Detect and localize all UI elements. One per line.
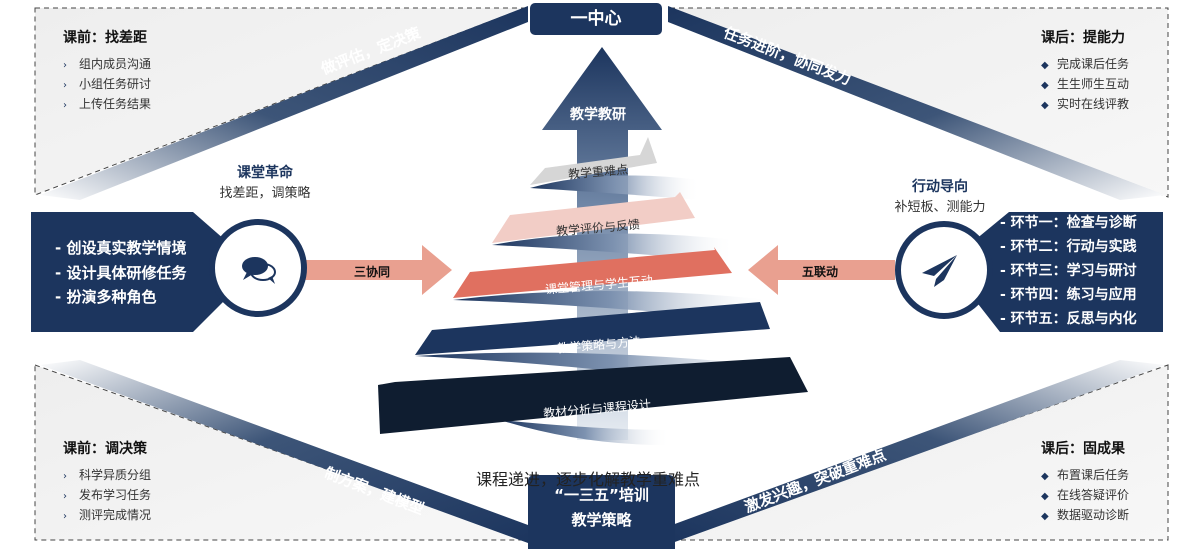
chevron-icon: › [63, 80, 67, 91]
panel-title: 课前：调决策 [63, 441, 147, 457]
diamond-icon: ◆ [1041, 80, 1049, 91]
list-item: ◆生生师生互动 [1041, 75, 1129, 95]
chevron-icon: › [63, 491, 67, 502]
diamond-icon: ◆ [1041, 511, 1049, 522]
spiral-band-5 [378, 357, 808, 434]
right-title: 行动导向 [912, 179, 968, 195]
list-item: - 环节一：检查与诊断 [1000, 215, 1137, 231]
diamond-icon: ◆ [1041, 491, 1049, 502]
list-item: - 环节四：练习与应用 [1000, 287, 1137, 303]
arrow-right-to-center [748, 245, 895, 295]
left-box-bg [31, 212, 225, 332]
list-item: ◆数据驱动诊断 [1041, 506, 1129, 526]
left-heading: 课堂革命 找差距，调策略 [195, 162, 335, 201]
chevron-icon: › [63, 60, 67, 71]
list-item: ›小组任务研讨 [63, 75, 151, 95]
list-item: ›科学异质分组 [63, 466, 151, 486]
list-item: ◆在线答疑评价 [1041, 486, 1129, 506]
center-top-box: 一中心 [530, 3, 662, 35]
chat-bubbles-icon [242, 257, 276, 284]
arrow-label: 教学教研 [570, 107, 626, 123]
list-item: ›发布学习任务 [63, 486, 151, 506]
banner-top-right [668, 6, 1165, 200]
spiral-band-2 [492, 192, 695, 243]
panel-top-left: 课前：找差距 ›组内成员沟通 ›小组任务研讨 ›上传任务结果 [63, 27, 151, 115]
panel-title: 课后：固成果 [1041, 441, 1125, 457]
panel-title: 课后：提能力 [1041, 30, 1125, 46]
list-item: ›上传任务结果 [63, 95, 151, 115]
panel-top-right: 课后：提能力 ◆完成课后任务 ◆生生师生互动 ◆实时在线评教 [1041, 27, 1129, 115]
panel-title: 课前：找差距 [63, 30, 147, 46]
right-subtitle: 补短板、测能力 [894, 200, 986, 215]
diamond-icon: ◆ [1041, 471, 1049, 482]
right-heading: 行动导向 补短板、测能力 [870, 176, 1010, 215]
panel-bottom-right: 课后：固成果 ◆布置课后任务 ◆在线答疑评价 ◆数据驱动诊断 [1041, 438, 1129, 526]
left-items: - 创设真实教学情境 - 设计具体研修任务 - 扮演多种角色 [55, 236, 186, 310]
list-item: - 环节五：反思与内化 [1000, 311, 1137, 327]
right-box-bg [975, 212, 1163, 332]
list-item: ›组内成员沟通 [63, 55, 151, 75]
spiral-band-1 [530, 137, 657, 185]
list-item: - 扮演多种角色 [55, 288, 157, 306]
banner-bottom-right [672, 360, 1165, 543]
diamond-icon: ◆ [1041, 60, 1049, 71]
center-bottom-line1: “一三五”培训 [554, 486, 649, 504]
left-title: 课堂革命 [237, 165, 293, 181]
paper-plane-icon [922, 255, 957, 287]
list-item: - 设计具体研修任务 [55, 263, 187, 282]
spiral-band-3 [453, 247, 732, 298]
list-item: ◆完成课后任务 [1041, 55, 1129, 75]
center-bottom-box: “一三五”培训 教学策略 [528, 475, 675, 549]
banner-bottom-left [40, 360, 528, 543]
list-item: - 创设真实教学情境 [55, 239, 187, 257]
spiral-underside [500, 420, 670, 445]
caption: 课程递进，逐步化解教学重难点 [476, 470, 701, 489]
chevron-icon: › [63, 471, 67, 482]
list-item: ◆实时在线评教 [1041, 95, 1129, 115]
left-arrow-label: 三协同 [354, 265, 391, 279]
list-item: - 环节二：行动与实践 [1000, 239, 1137, 255]
spiral-band-4 [415, 302, 770, 355]
list-item: ◆布置课后任务 [1041, 466, 1129, 486]
left-subtitle: 找差距，调策略 [219, 186, 311, 201]
spiral-underside [530, 175, 700, 200]
panel-bottom-left: 课前：调决策 ›科学异质分组 ›发布学习任务 ›测评完成情况 [63, 438, 151, 526]
chevron-icon: › [63, 100, 67, 111]
list-item: - 环节三：学习与研讨 [1000, 263, 1137, 279]
list-item: ›测评完成情况 [63, 506, 151, 526]
banner-top-left [40, 6, 528, 200]
right-items: - 环节一：检查与诊断 - 环节二：行动与实践 - 环节三：学习与研讨 - 环节… [1000, 211, 1137, 331]
diamond-icon: ◆ [1041, 100, 1049, 111]
arrow-left-to-center [305, 245, 452, 295]
center-bottom-line2: 教学策略 [571, 511, 632, 529]
right-arrow-label: 五联动 [802, 265, 839, 279]
chevron-icon: › [63, 511, 67, 522]
